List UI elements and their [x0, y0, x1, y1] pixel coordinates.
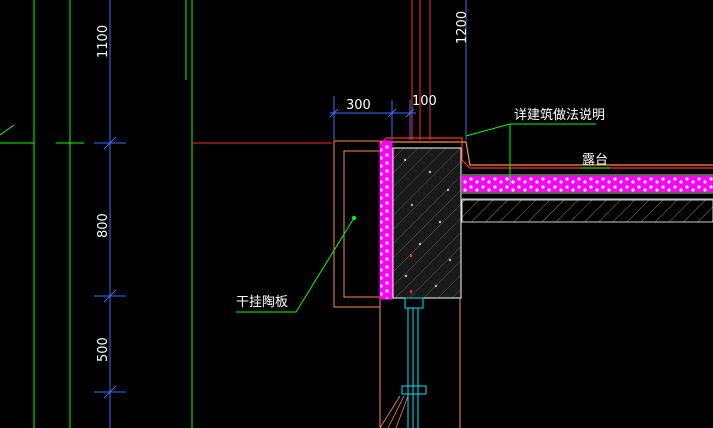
dim-800-label: 800 [96, 213, 111, 238]
detail-note-leader [465, 123, 596, 185]
green-guide-lines [0, 0, 193, 428]
dim-100-label: 100 [412, 94, 437, 109]
dim-300-label: 300 [346, 98, 371, 113]
dry-hang-ceramic-label: 干挂陶板 [236, 294, 288, 310]
red-vertical-lines [411, 0, 431, 140]
detail-note-label: 详建筑做法说明 [514, 107, 605, 123]
horizontal-dimension [329, 96, 416, 140]
dim-1200-label: 1200 [455, 11, 470, 44]
red-marker-dots [410, 254, 412, 293]
terrace-slab [461, 199, 713, 223]
window-frame [401, 297, 427, 428]
dim-1100-label: 1100 [96, 25, 111, 58]
concrete-parapet [392, 147, 462, 299]
window-diagonals [379, 395, 409, 428]
insulation-strip [379, 140, 393, 300]
lower-wall-lines [379, 298, 461, 428]
dim-500-label: 500 [96, 337, 111, 362]
ceramic-leader [236, 216, 356, 313]
terrace-label: 露台 [582, 153, 608, 168]
vertical-dimension-line [94, 0, 126, 428]
terrace-insulation-layer [462, 176, 713, 192]
